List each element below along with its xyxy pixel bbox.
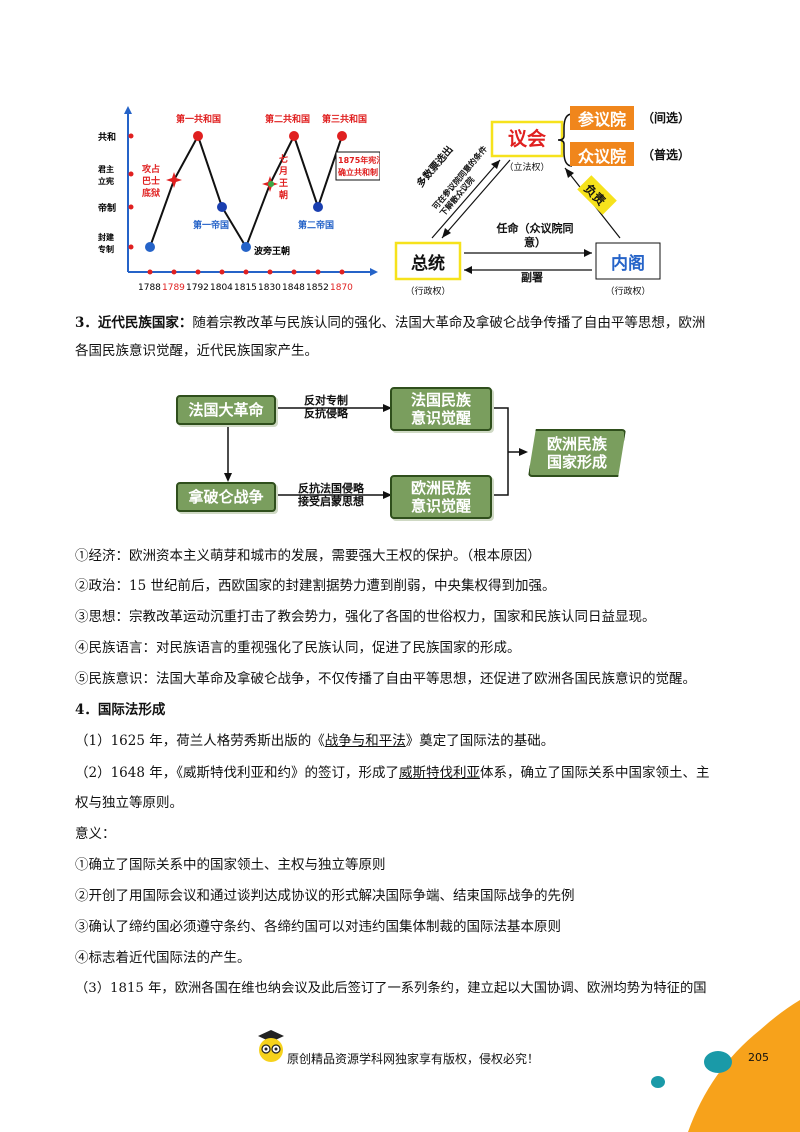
- point-language: ④民族语言：对民族语言的重视强化了民族认同，促进了民族国家的形成。: [75, 640, 521, 656]
- edge-countersign-label: 副署: [521, 271, 543, 284]
- x-label-1870: 1870: [330, 283, 353, 293]
- x-label-1804: 1804: [210, 283, 233, 293]
- node-french-revolution: 法国大革命: [176, 395, 276, 425]
- label-bastille: 攻占巴士底狱: [142, 163, 160, 199]
- point-1804: [217, 202, 227, 212]
- node-napoleonic-wars: 拿破仑战争: [176, 482, 276, 512]
- senate-note: （间选）: [642, 111, 691, 125]
- mascot-icon: [258, 1030, 284, 1062]
- x-label-1815: 1815: [234, 283, 257, 293]
- point-consciousness: ⑤民族意识：法国大革命及拿破仑战争，不仅传播了自由平等思想，还促进了欧洲各国民族…: [75, 671, 696, 687]
- label-republic2: 第二共和国: [265, 113, 310, 125]
- edge-label-revolution: 反对专制反抗侵略: [304, 394, 348, 420]
- point-1848: [289, 131, 299, 141]
- section4-p1: （1）1625 年，荷兰人格劳秀斯出版的《战争与和平法》奠定了国际法的基础。: [75, 733, 555, 749]
- section4-p2: （2）1648 年，《威斯特伐利亚和约》的签订，形成了威斯特伐利亚体系，确立了国…: [75, 765, 710, 781]
- x-label-1789: 1789: [162, 283, 185, 293]
- y-label-feudal-2: 专制: [98, 244, 114, 254]
- point-1788: [145, 242, 155, 252]
- president-sub: （行政权）: [405, 287, 451, 297]
- label-republic3: 第三共和国: [322, 113, 367, 125]
- point-1815: [241, 242, 251, 252]
- point-1870: [337, 131, 347, 141]
- teal-dot-small: [651, 1076, 665, 1088]
- cabinet-sub: （行政权）: [605, 287, 651, 297]
- label-empire2: 第二帝国: [298, 219, 334, 231]
- president-label: 总统: [411, 254, 445, 274]
- gov-structure-diagram: [394, 106, 661, 281]
- node-european-nation-state: 欧洲民族国家形成: [528, 429, 626, 477]
- x-label-1792: 1792: [186, 283, 209, 293]
- constitution-box: [335, 151, 380, 181]
- section4-title: 4．国际法形成: [75, 702, 166, 718]
- section3-line2: 各国民族意识觉醒，近代民族国家产生。: [75, 343, 318, 359]
- parliament-label: 议会: [507, 128, 546, 150]
- cabinet-label: 内阁: [611, 254, 645, 274]
- deputies-label: 众议院: [577, 147, 626, 166]
- point-politics: ②政治：15 世纪前后，西欧国家的封建割据势力遭到削弱，中央集权得到加强。: [75, 578, 556, 594]
- y-label-empire: 帝制: [98, 202, 116, 214]
- section3-title: 3．近代民族国家：: [75, 315, 193, 331]
- label-republic1: 第一共和国: [176, 113, 221, 125]
- meaning-label: 意义：: [75, 826, 116, 842]
- page-number: 205: [748, 1051, 769, 1064]
- meaning-2: ②开创了用国际会议和通过谈判达成协议的形式解决国际争端、结束国际战争的先例: [75, 888, 575, 904]
- section3-line1: 3．近代民族国家：随着宗教改革与民族认同的强化、法国大革命及拿破仑战争传播了自由…: [75, 313, 705, 333]
- senate-label: 参议院: [577, 110, 626, 129]
- meaning-3: ③确认了缔约国必须遵守条约、各缔约国可以对违约国集体制裁的国际法基本原则: [75, 919, 561, 935]
- point-1852: [313, 202, 323, 212]
- node-french-awareness: 法国民族意识觉醒: [390, 387, 492, 431]
- x-label-1852: 1852: [306, 283, 329, 293]
- france-regime-timeline: 共和 君主 立宪 帝制 封建 专制 1788 1789 1792 1804 18…: [97, 106, 380, 293]
- y-label-feudal: 封建: [98, 232, 115, 242]
- x-label-1848: 1848: [282, 283, 305, 293]
- edge-appoint-label: 任命（众议院同意）: [496, 222, 574, 249]
- label-july: 七月王朝: [278, 153, 288, 201]
- teal-dot-large: [704, 1051, 732, 1073]
- y-label-republic: 共和: [98, 131, 116, 143]
- label-empire1: 第一帝国: [193, 219, 229, 231]
- meaning-4: ④标志着近代国际法的产生。: [75, 950, 251, 966]
- y-label-constitutional: 君主: [97, 164, 114, 174]
- section3-text: 随着宗教改革与民族认同的强化、法国大革命及拿破仑战争传播了自由平等思想，欧洲: [192, 315, 706, 331]
- point-1792: [193, 131, 203, 141]
- star-1789: [166, 172, 182, 188]
- y-label-constitutional-2: 立宪: [98, 176, 114, 186]
- point-economy: ①经济：欧洲资本主义萌芽和城市的发展，需要强大王权的保护。（根本原因）: [75, 548, 541, 564]
- section4-p3: （3）1815 年，欧洲各国在维也纳会议及此后签订了一系列条约，建立起以大国协调…: [75, 981, 707, 996]
- deputies-note: （普选）: [642, 148, 691, 162]
- section4-p2-cont: 权与独立等原则。: [75, 795, 183, 811]
- footer-decoration: [651, 1000, 800, 1132]
- label-bourbon: 波旁王朝: [254, 245, 290, 257]
- constitution-text: 1875年宪法确立共和制: [338, 155, 380, 177]
- parliament-sub: （立法权）: [504, 163, 550, 173]
- edge-label-napoleon: 反抗法国侵略接受启蒙思想: [298, 482, 364, 508]
- point-thought: ③思想：宗教改革运动沉重打击了教会势力，强化了各国的世俗权力，国家和民族认同日益…: [75, 609, 656, 625]
- x-label-1788: 1788: [138, 283, 161, 293]
- node-european-awareness: 欧洲民族意识觉醒: [390, 475, 492, 519]
- flow-connectors: [224, 404, 528, 499]
- x-label-1830: 1830: [258, 283, 281, 293]
- meaning-1: ①确立了国际关系中的国家领土、主权与独立等原则: [75, 857, 386, 873]
- copyright-notice: 原创精品资源学科网独家享有版权，侵权必究！: [287, 1052, 540, 1066]
